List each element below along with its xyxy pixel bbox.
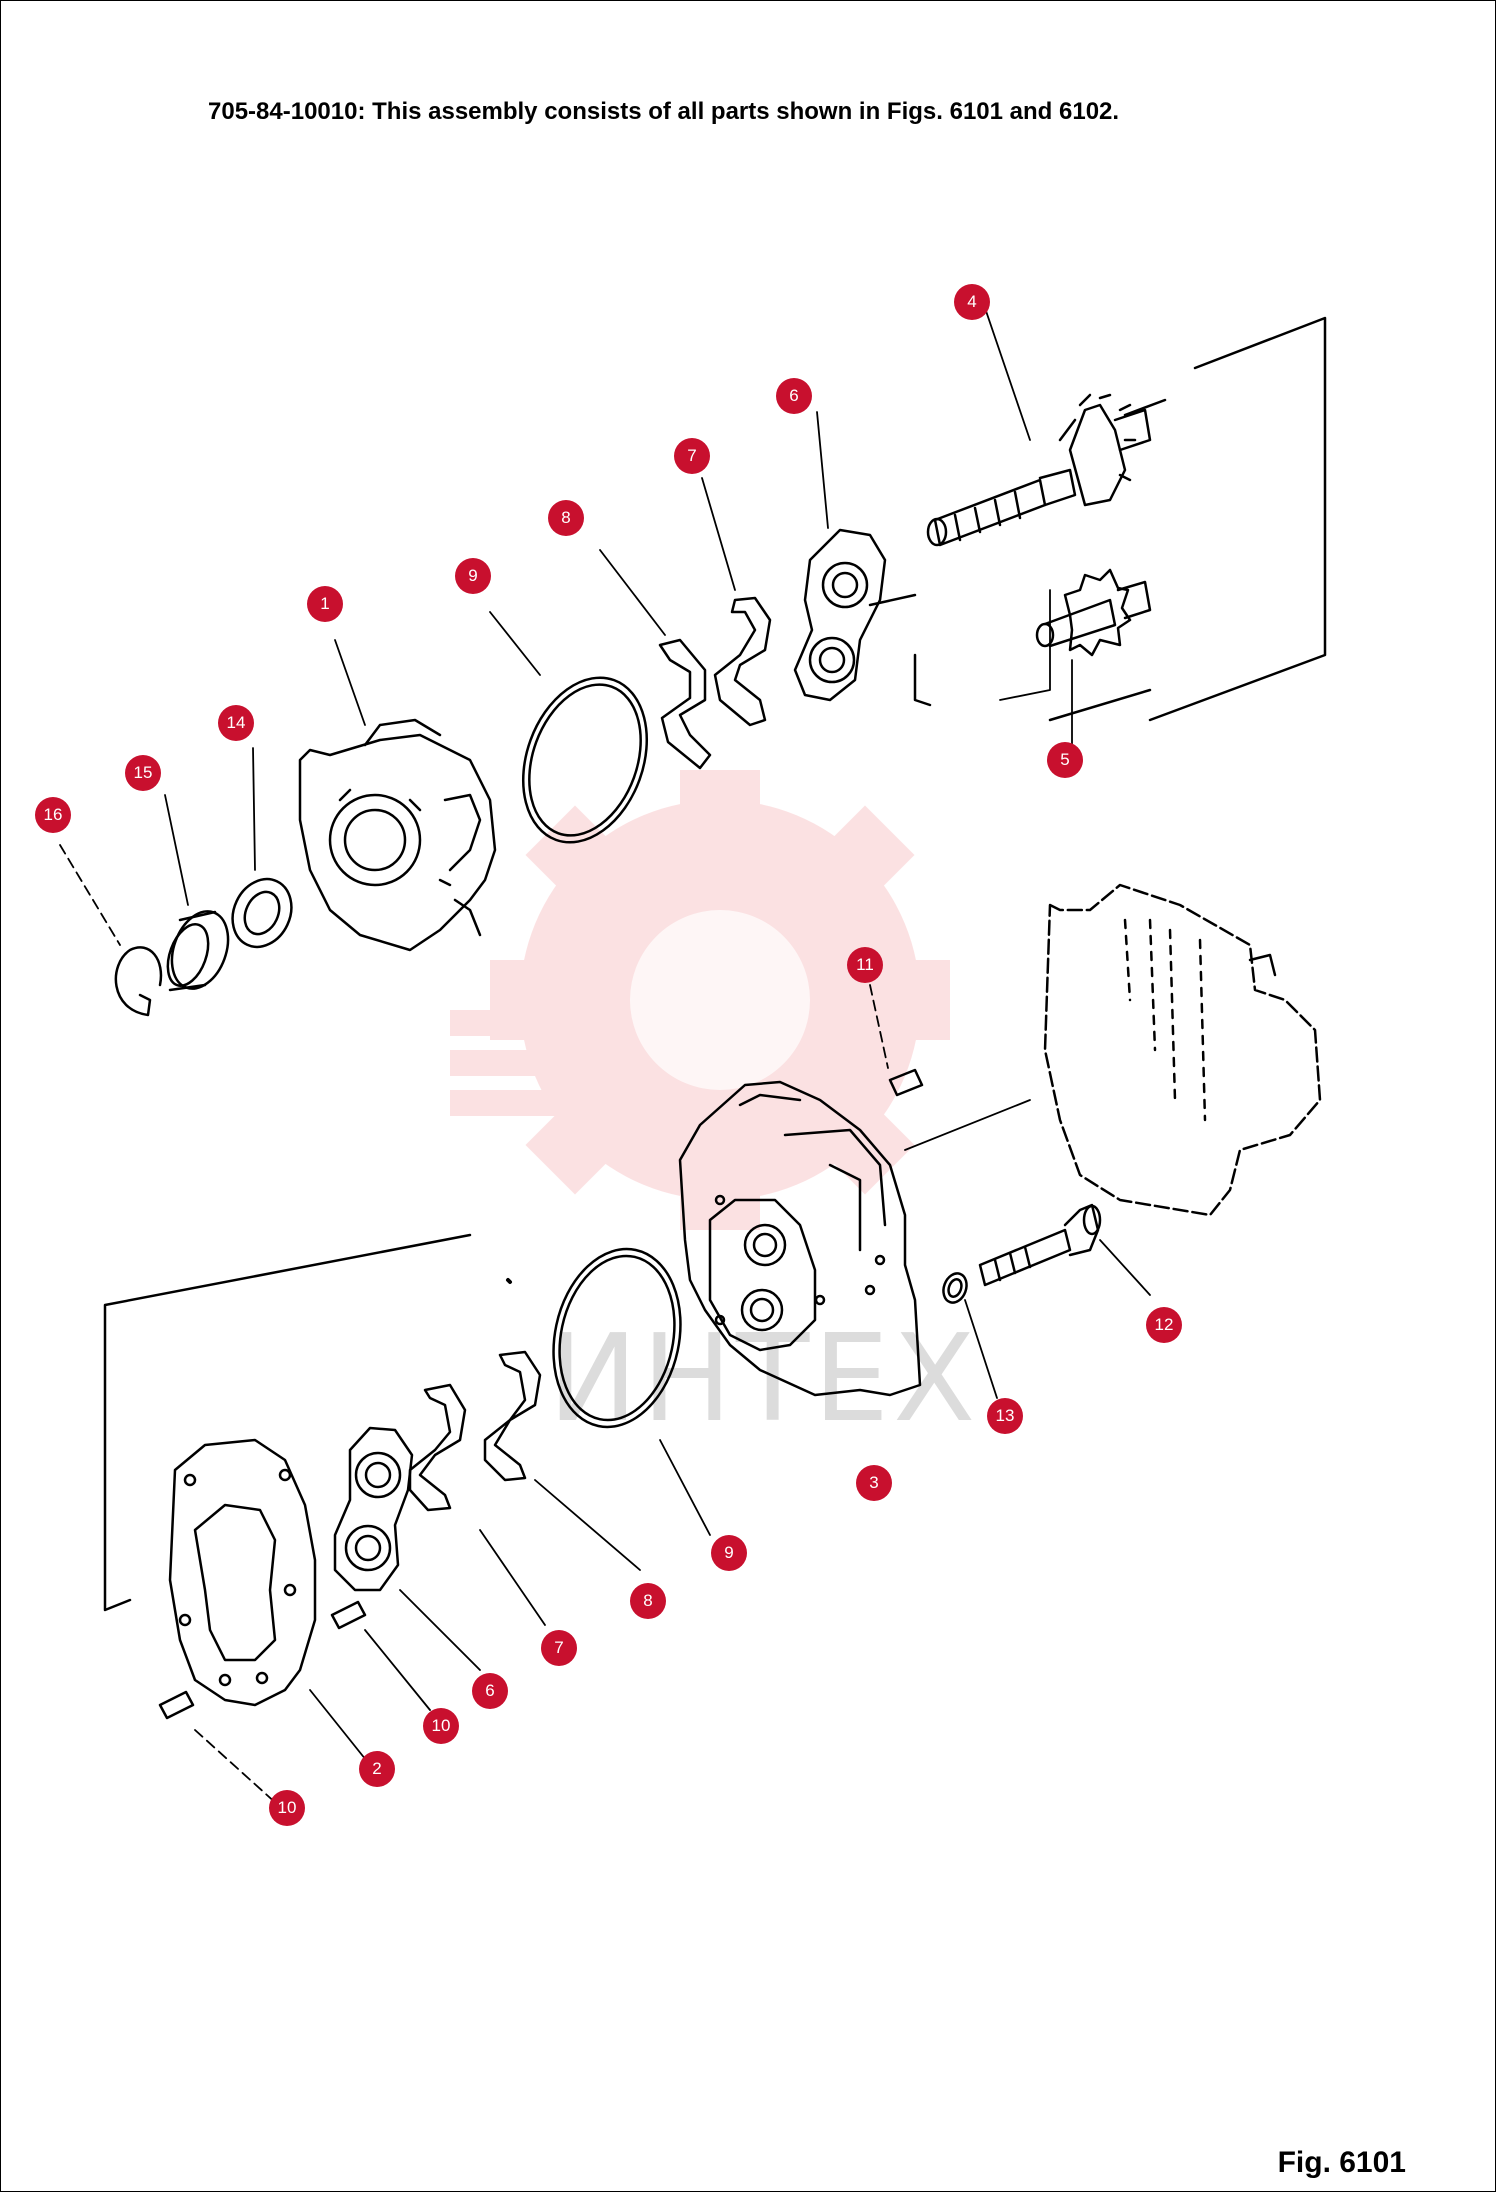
- part-11-dowel-pin: [888, 1068, 924, 1097]
- part-9-o-ring-lower: [552, 1247, 682, 1429]
- callout-10-lower[interactable]: 10: [269, 1790, 305, 1826]
- callout-16[interactable]: 16: [35, 797, 71, 833]
- callout-6-upper[interactable]: 6: [776, 378, 812, 414]
- callout-8-lower[interactable]: 8: [630, 1583, 666, 1619]
- figure-label: Fig. 6101: [1277, 2146, 1406, 2179]
- part-8-seal-upper: [658, 638, 712, 770]
- part-6-bushing-lower: [333, 1426, 414, 1592]
- part-7-seal-upper: [713, 596, 772, 727]
- assembly-note: 705-84-10010: This assembly consists of …: [208, 98, 1120, 125]
- part-1-front-housing: [298, 718, 497, 952]
- bracket-lower: [103, 1233, 472, 1612]
- part-5-driven-gear: [1035, 568, 1152, 657]
- bracket-upper: [1148, 316, 1327, 722]
- part-13-washer: [942, 1272, 968, 1304]
- part-3-gear-housing: [678, 1080, 922, 1397]
- part-9-o-ring-upper: [521, 676, 649, 844]
- callout-8-upper[interactable]: 8: [548, 500, 584, 536]
- callout-11[interactable]: 11: [847, 947, 883, 983]
- callout-10-upper[interactable]: 10: [423, 1708, 459, 1744]
- part-15-bearing: [166, 910, 230, 992]
- part-2-rear-cover: [168, 1438, 317, 1707]
- part-7-seal-lower: [408, 1383, 467, 1512]
- part-6-bushing-upper: [793, 528, 887, 702]
- callout-7-lower[interactable]: 7: [541, 1630, 577, 1666]
- part-14-washer: [231, 877, 293, 949]
- callout-13[interactable]: 13: [987, 1398, 1023, 1434]
- part-10-dowel-pin-lower: [158, 1690, 195, 1720]
- part-16-snap-ring: [114, 946, 163, 1017]
- part-10-dowel-pin-upper: [330, 1600, 367, 1630]
- part-12-bolt: [978, 1203, 1102, 1287]
- callout-9-upper[interactable]: 9: [455, 558, 491, 594]
- callout-15[interactable]: 15: [125, 755, 161, 791]
- callout-7-upper[interactable]: 7: [674, 438, 710, 474]
- callout-4[interactable]: 4: [954, 284, 990, 320]
- callout-5[interactable]: 5: [1047, 742, 1083, 778]
- callout-9-lower[interactable]: 9: [711, 1535, 747, 1571]
- callout-14[interactable]: 14: [218, 705, 254, 741]
- part-8-seal-lower: [483, 1350, 542, 1482]
- pump-body-assembly: [1043, 883, 1322, 1217]
- part-4-drive-shaft: [926, 393, 1167, 547]
- callout-2[interactable]: 2: [359, 1751, 395, 1787]
- callout-1[interactable]: 1: [307, 586, 343, 622]
- callout-12[interactable]: 12: [1146, 1307, 1182, 1343]
- callout-6-lower[interactable]: 6: [472, 1673, 508, 1709]
- callout-3[interactable]: 3: [856, 1465, 892, 1501]
